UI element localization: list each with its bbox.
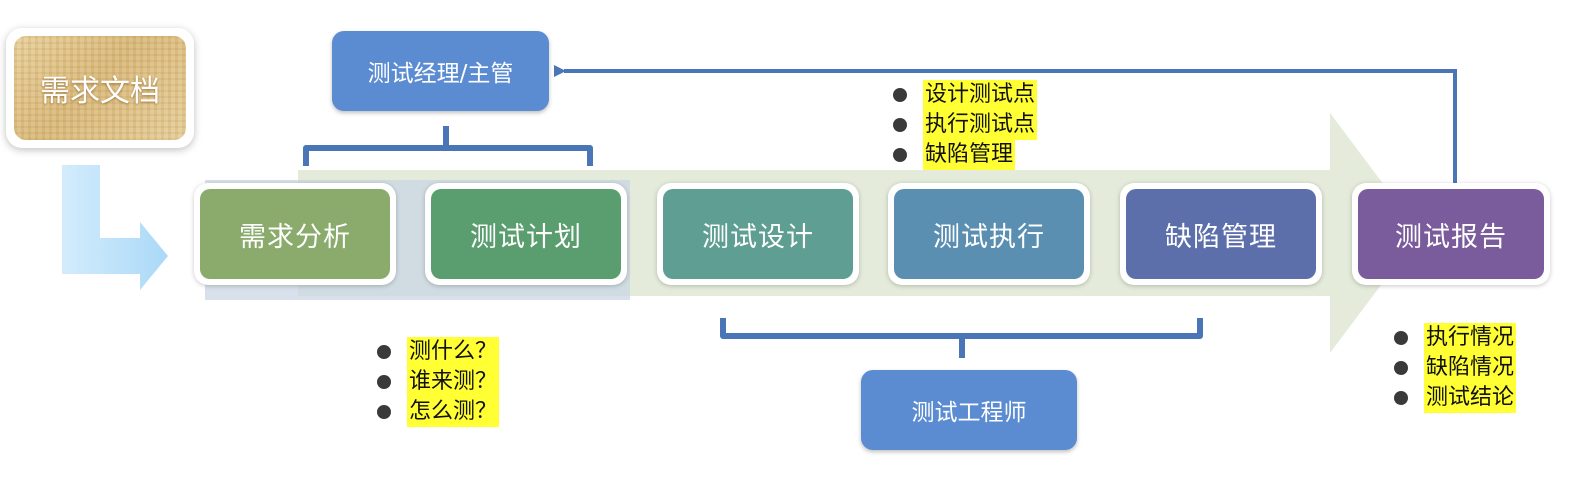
bullet-dot (893, 148, 907, 162)
list-item: 测试结论 (1394, 383, 1517, 413)
list-item: 设计测试点 (893, 80, 1038, 110)
bullet-dot (1394, 331, 1408, 345)
bullet-dot (377, 405, 391, 419)
report-note: 测试结论 (1424, 383, 1517, 413)
bullet-dot (893, 88, 907, 102)
stage-test-report: 测试报告 (1352, 183, 1550, 285)
execution-note: 执行测试点 (923, 110, 1038, 140)
test-engineer-box: 测试工程师 (861, 370, 1077, 450)
stage-test-execution: 测试执行 (888, 183, 1090, 285)
bullet-dot (377, 375, 391, 389)
stage-requirement-analysis: 需求分析 (194, 183, 396, 285)
list-item: 执行情况 (1394, 323, 1517, 353)
list-item: 测什么？ (377, 337, 500, 367)
list-item: 怎么测？ (377, 397, 500, 427)
stage-test-design: 测试设计 (657, 183, 859, 285)
plan-note: 谁来测？ (407, 367, 500, 397)
stage-label-test-execution: 测试执行 (894, 189, 1084, 279)
execution-note: 缺陷管理 (923, 140, 1016, 170)
bullet-dot (377, 345, 391, 359)
requirement-doc-card: 需求文档 (6, 28, 194, 148)
report-note: 缺陷情况 (1424, 353, 1517, 383)
test-manager-label: 测试经理/主管 (367, 61, 514, 87)
bullet-dot (1394, 391, 1408, 405)
engineer-bracket (720, 318, 1203, 358)
stage-label-defect-management: 缺陷管理 (1126, 189, 1316, 279)
stage-test-plan: 测试计划 (425, 183, 627, 285)
doc-to-analysis-arrow (62, 165, 168, 290)
report-feedback-connector (554, 65, 1457, 185)
bullet-dot (1394, 361, 1408, 375)
stage-label-test-plan: 测试计划 (431, 189, 621, 279)
list-item: 执行测试点 (893, 110, 1038, 140)
plan-note: 怎么测？ (407, 397, 500, 427)
test-manager-box: 测试经理/主管 (332, 31, 549, 111)
test-engineer-label: 测试工程师 (911, 400, 1027, 426)
report-notes-list: 执行情况 缺陷情况 测试结论 (1394, 323, 1517, 413)
report-note: 执行情况 (1424, 323, 1517, 353)
execution-notes-list: 设计测试点 执行测试点 缺陷管理 (893, 80, 1038, 170)
plan-note: 测什么？ (407, 337, 500, 367)
requirement-doc-label: 需求文档 (14, 36, 186, 140)
stage-label-test-report: 测试报告 (1358, 189, 1544, 279)
plan-notes-list: 测什么？ 谁来测？ 怎么测？ (377, 337, 500, 427)
execution-note: 设计测试点 (923, 80, 1038, 110)
list-item: 缺陷管理 (893, 140, 1037, 170)
bullet-dot (893, 118, 907, 132)
manager-bracket (303, 126, 593, 166)
stage-label-requirement-analysis: 需求分析 (200, 189, 390, 279)
stage-defect-management: 缺陷管理 (1120, 183, 1322, 285)
stage-label-test-design: 测试设计 (663, 189, 853, 279)
list-item: 缺陷情况 (1394, 353, 1517, 383)
list-item: 谁来测？ (377, 367, 500, 397)
